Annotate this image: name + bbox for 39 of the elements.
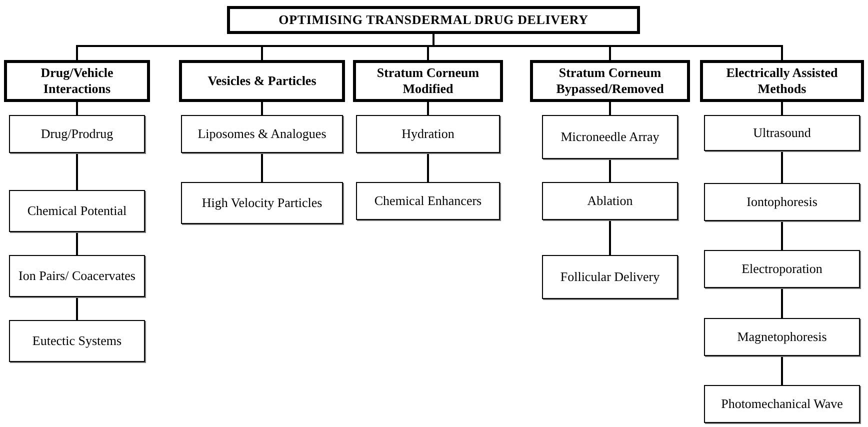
connector-line [427, 102, 429, 115]
method-box: Ablation [542, 182, 678, 220]
method-box: Microneedle Array [542, 115, 678, 159]
method-box: Iontophoresis [704, 183, 860, 221]
method-box: Hydration [356, 115, 500, 153]
method-box: Eutectic Systems [9, 320, 145, 362]
method-box: Ion Pairs/ Coacervates [9, 255, 145, 297]
title-box: OPTIMISING TRANSDERMAL DRUG DELIVERY [227, 6, 640, 34]
connector-line [76, 102, 78, 115]
method-box: Chemical Enhancers [356, 182, 500, 220]
method-box: High Velocity Particles [181, 182, 343, 224]
category-box: Drug/Vehicle Interactions [4, 60, 150, 102]
method-box: Photomechanical Wave [704, 385, 860, 423]
method-box: Ultrasound [704, 115, 860, 151]
connector-line [76, 297, 78, 320]
connector-line [609, 220, 611, 255]
connector-line [76, 232, 78, 255]
connector-line [781, 288, 783, 318]
category-box: Vesicles & Particles [179, 60, 345, 102]
connector-line [432, 34, 783, 60]
method-box: Magnetophoresis [704, 318, 860, 356]
connector-line [609, 159, 611, 182]
method-box: Chemical Potential [9, 190, 145, 232]
method-box: Drug/Prodrug [9, 115, 145, 153]
connector-line [261, 102, 263, 115]
category-box: Stratum Corneum Modified [353, 60, 503, 102]
connector-line [427, 153, 429, 182]
connector-line [781, 356, 783, 385]
category-box: Electrically Assisted Methods [700, 60, 864, 102]
method-box: Follicular Delivery [542, 255, 678, 299]
connector-line [781, 102, 783, 115]
method-box: Liposomes & Analogues [181, 115, 343, 153]
connector-line [261, 153, 263, 182]
connector-line [76, 153, 78, 190]
method-box: Electroporation [704, 250, 860, 288]
category-box: Stratum Corneum Bypassed/Removed [530, 60, 690, 102]
connector-line [609, 102, 611, 115]
connector-line [781, 151, 783, 183]
connector-line [781, 221, 783, 250]
